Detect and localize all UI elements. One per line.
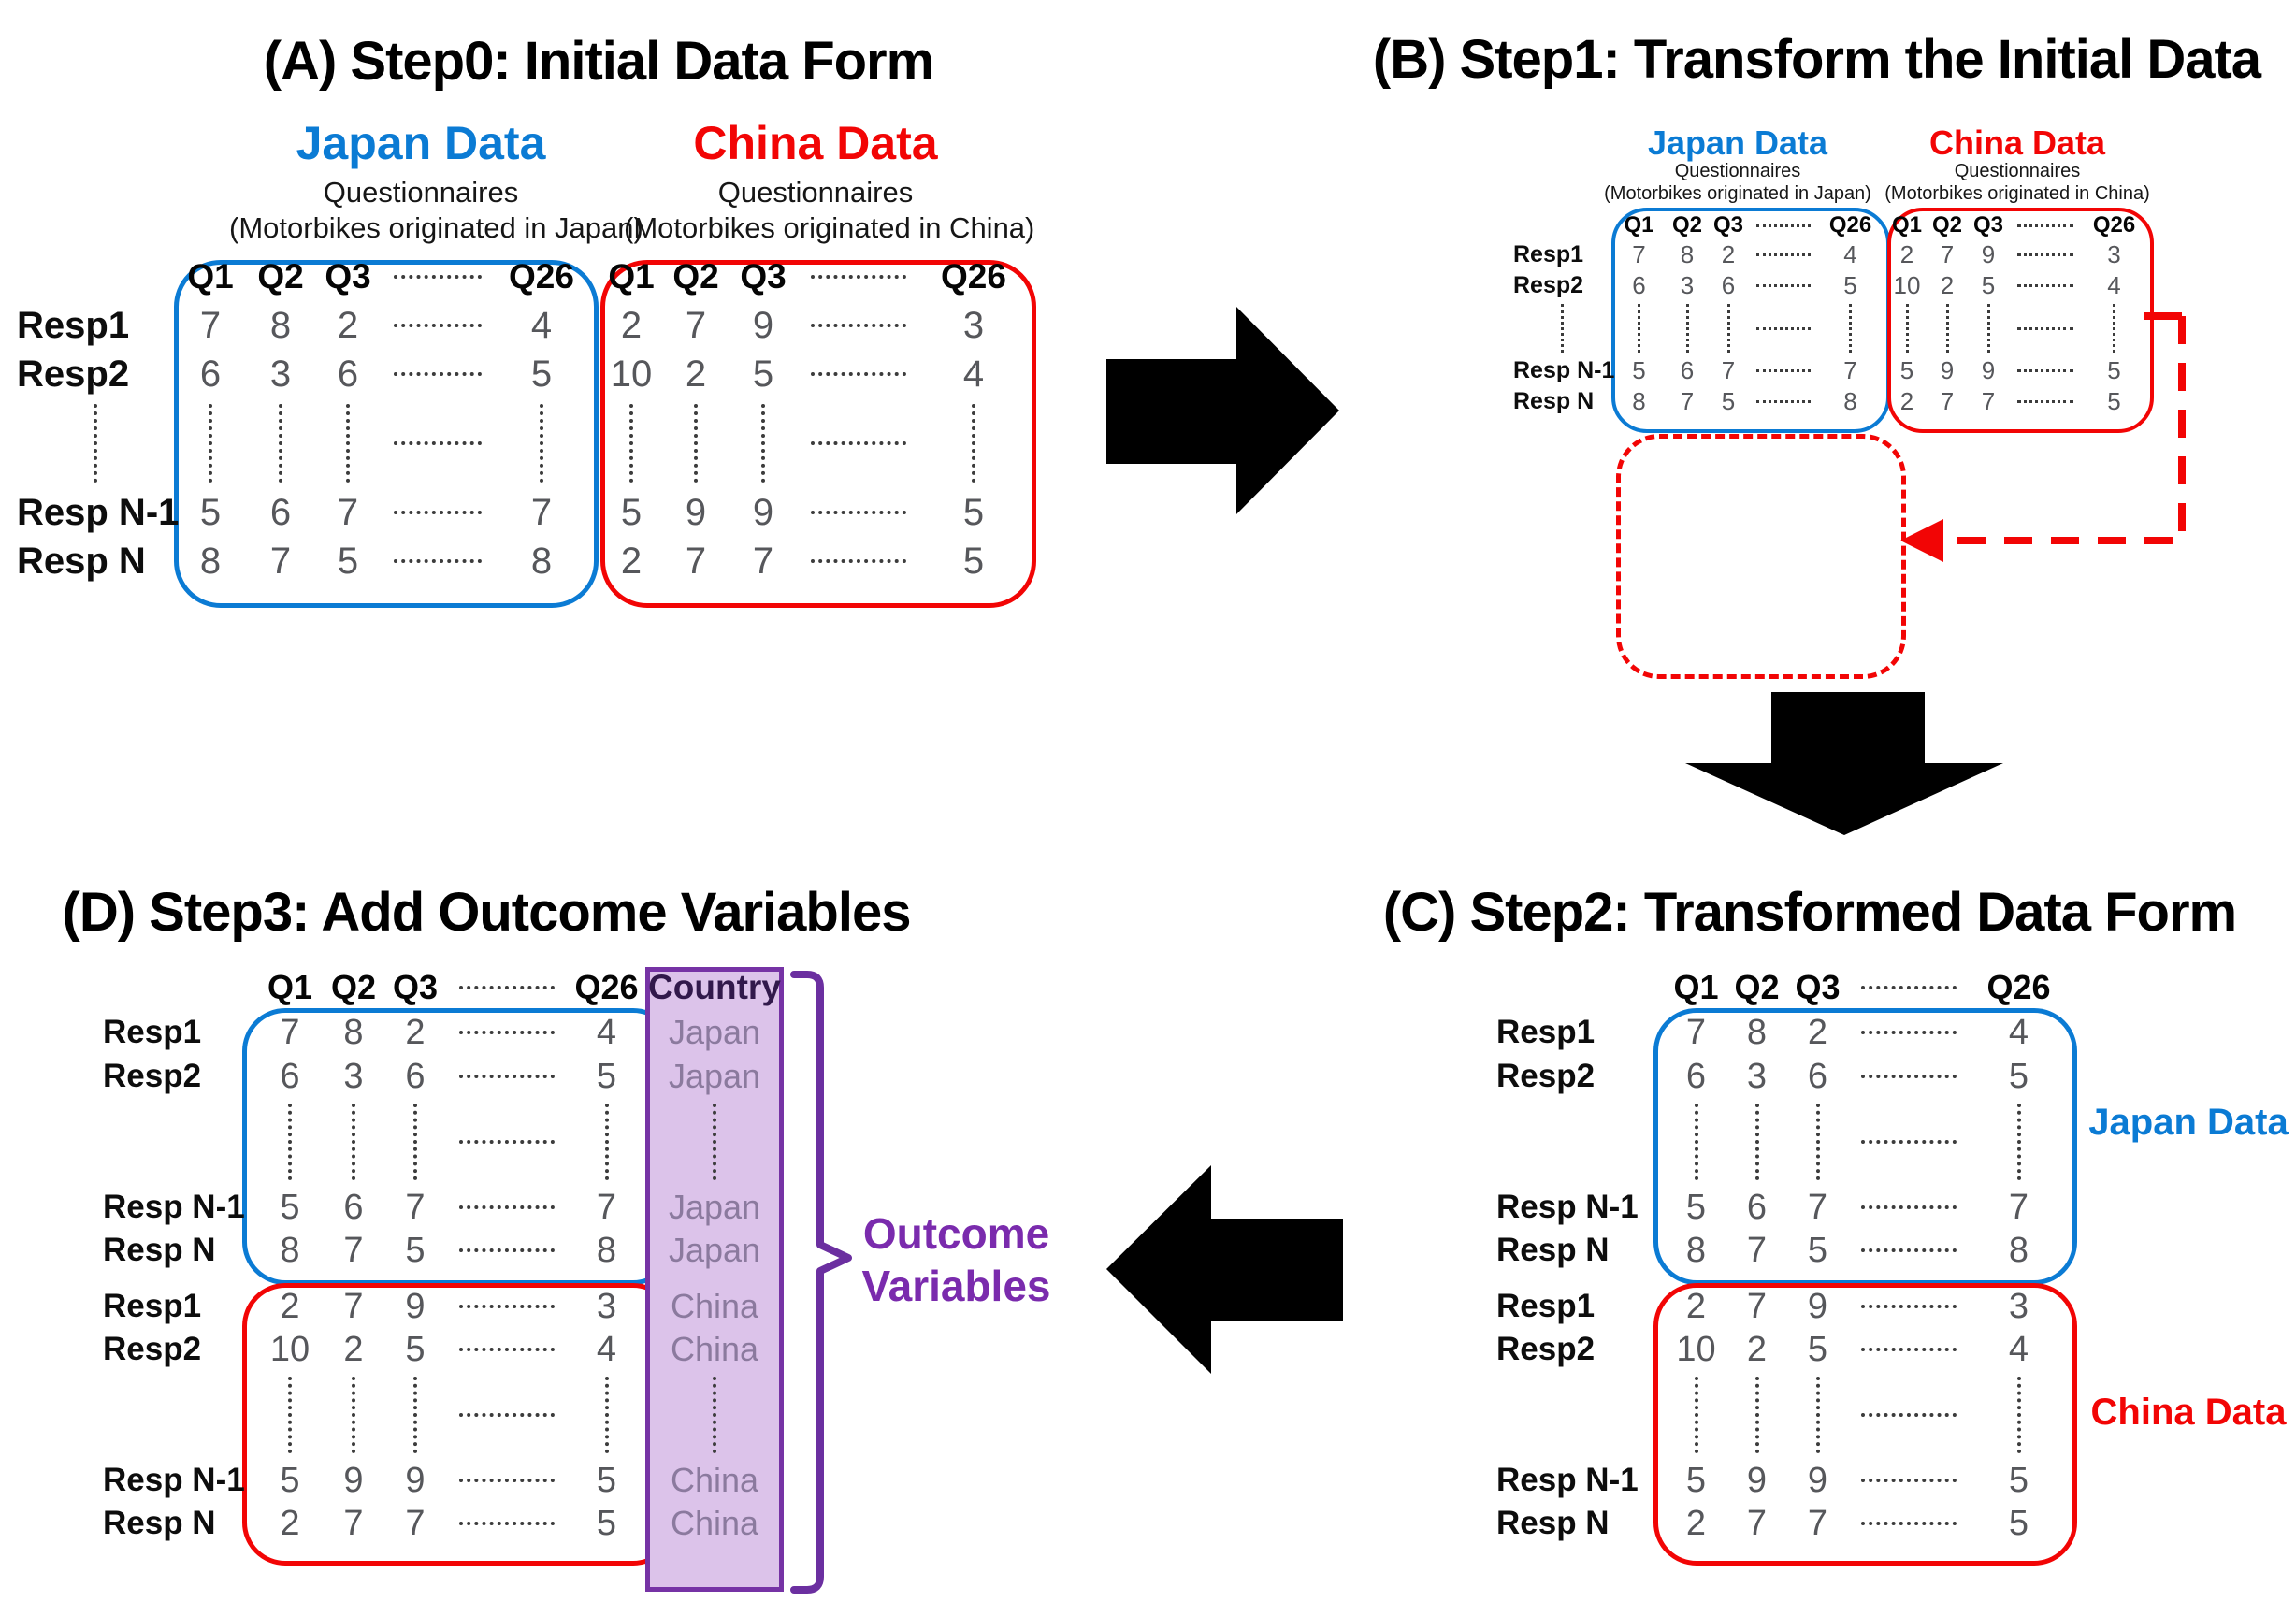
a-japan-data-label: Japan Data	[296, 117, 546, 169]
d-china-box	[242, 1283, 676, 1566]
panel-a-title: (A) Step0: Initial Data Form	[263, 31, 934, 92]
china-transfer-dashed-path	[1942, 316, 2186, 544]
panel-c-title: (C) Step2: Transformed Data Form	[1382, 882, 2237, 943]
country-column	[645, 967, 784, 1592]
c-china-box	[1653, 1283, 2077, 1566]
panel-b-title: (B) Step1: Transform the Initial Data	[1372, 29, 2261, 90]
c-japan-data-label: Japan Data	[2088, 1102, 2289, 1143]
outcome-brace-icon	[790, 971, 852, 1594]
panel-d-title: (D) Step3: Add Outcome Variables	[62, 882, 912, 943]
a-china-origin-label: (Motorbikes originated in China)	[624, 211, 1035, 244]
arrow-a-to-b-icon	[1106, 307, 1339, 514]
outcome-variables-label-line2: Variables	[861, 1262, 1051, 1310]
b-china-data-label: China Data	[1928, 123, 2106, 162]
c-japan-box	[1653, 1008, 2077, 1285]
arrow-c-to-d-icon	[1106, 1165, 1343, 1374]
outcome-variables-label-line1: Outcome	[862, 1209, 1050, 1258]
b-china-origin-label: (Motorbikes originated in China)	[1884, 183, 2150, 204]
a-china-data-label: China Data	[693, 117, 938, 169]
b-transformed-placeholder-box	[1616, 434, 1906, 679]
b-japan-box	[1611, 208, 1890, 433]
b-japan-origin-label: (Motorbikes originated in Japan)	[1604, 183, 1871, 204]
a-japan-box	[174, 260, 599, 608]
b-china-box	[1887, 208, 2154, 433]
a-japan-origin-label: (Motorbikes originated in Japan)	[229, 211, 643, 244]
a-japan-questionnaires-label: Questionnaires	[323, 176, 519, 209]
b-china-questionnaires-label: Questionnaires	[1954, 161, 2081, 181]
arrow-b-to-c-icon	[1685, 692, 2003, 835]
a-china-box	[600, 260, 1036, 608]
china-transfer-arrowhead-icon	[1900, 519, 1943, 562]
a-china-questionnaires-label: Questionnaires	[717, 176, 914, 209]
b-japan-questionnaires-label: Questionnaires	[1674, 161, 1801, 181]
b-japan-data-label: Japan Data	[1647, 123, 1828, 162]
c-china-data-label: China Data	[2090, 1392, 2287, 1433]
d-japan-box	[242, 1008, 676, 1285]
